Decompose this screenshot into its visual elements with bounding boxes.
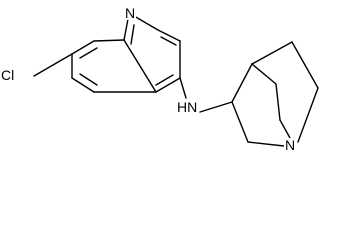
bond-c4-nh: [179, 77, 187, 99]
bond-c8-c7: [71, 40, 95, 55]
quinuclidine-nitrogen-label: N: [284, 137, 297, 153]
bond-c3q-c4q: [231, 63, 253, 103]
bond-c4-c4a-inner: [155, 74, 174, 86]
bond-n1-c2: [133, 15, 159, 31]
bond-skeleton: [33, 15, 319, 147]
bond-c2q-n: [247, 141, 285, 147]
bond-c4-c4a: [155, 77, 181, 93]
chlorine-label: Cl: [0, 67, 16, 83]
bond-c7q-c8q: [275, 83, 281, 121]
bond-c8a-n1: [123, 18, 129, 41]
bond-c4q-c5q: [251, 41, 293, 65]
molecule-structure-diagram: N Cl HN N: [0, 5, 319, 153]
bond-c4q-c7q: [251, 63, 277, 85]
bond-nh-c3q: [199, 101, 233, 113]
bond-c5q-c6q: [291, 41, 319, 89]
bond-c4a-c8a: [123, 39, 157, 93]
bond-c6q-n: [297, 87, 319, 143]
bond-c8a-c8: [93, 39, 125, 42]
bond-c7-cl: [33, 53, 73, 77]
bond-c6-c5: [71, 77, 95, 93]
quinoline-nitrogen-label: N: [124, 5, 137, 21]
bond-c2-c3-inner: [160, 36, 177, 46]
bond-c2-c3: [157, 29, 181, 42]
amine-nitrogen-label: HN: [176, 99, 199, 115]
bond-c3q-c2q: [231, 101, 249, 143]
bond-c6-c5-inner: [79, 73, 98, 86]
bond-c8q-n: [279, 119, 291, 139]
bond-c8a-n1-inner: [130, 24, 135, 45]
bond-c8-c7-inner: [79, 47, 98, 59]
